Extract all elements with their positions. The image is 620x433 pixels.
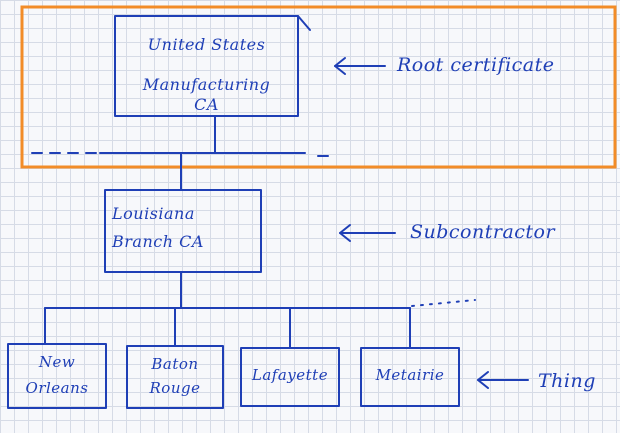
root-ca-label-line2: Manufacturing [142,75,271,94]
leaf-bus-dotted [411,299,476,307]
root-highlight-frame [20,5,617,169]
leaf-arrow-head [477,371,489,389]
root-ca-label-line3: CA [194,95,219,114]
branch-ca-label-line1: Louisiana [112,204,195,223]
root-ca-label-line1: United States [147,35,266,54]
root-arrow-head [334,57,346,75]
leaf-box-3 [240,347,340,407]
root-annotation: Root certificate [397,54,555,76]
leaf-4-label-line1: Metairie [375,366,445,384]
branch-ca-box [104,189,262,273]
branch-ca-label-line2: Branch CA [112,232,204,251]
leaf-2-label-line2: Rouge [149,379,201,397]
leaf-box-4 [360,347,460,407]
leaf-box-1 [7,343,107,409]
leaf-1-label-line1: New [38,353,76,371]
leaves-annotation: Thing [538,370,596,392]
branch-arrow-head [339,224,351,242]
leaf-2-label-line1: Baton [151,355,199,373]
leaf-1-label-line2: Orleans [25,379,89,397]
root-box-stroke [297,15,311,31]
leaf-3-label-line1: Lafayette [251,366,329,384]
root-ca-box [114,15,299,117]
branch-annotation: Subcontractor [410,221,556,243]
leaf-box-2 [126,345,224,409]
